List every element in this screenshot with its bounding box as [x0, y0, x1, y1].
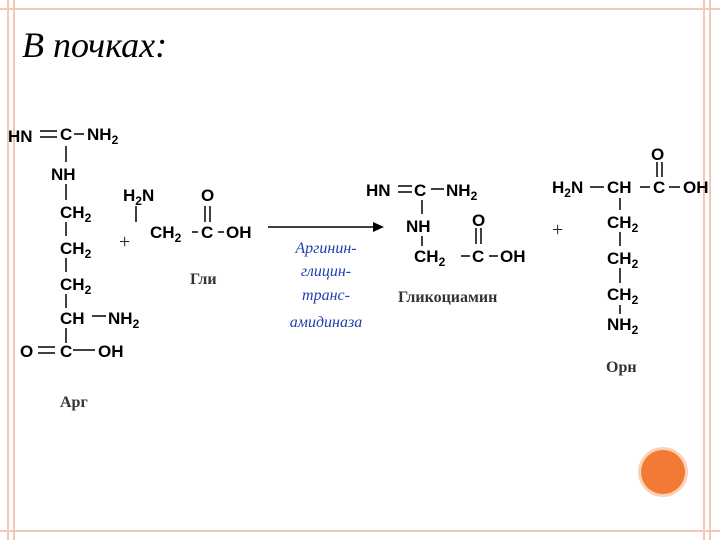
enzyme-line-3: транс-: [302, 287, 350, 304]
gly-c: C: [201, 223, 213, 242]
arg-o: O: [20, 342, 33, 361]
svg-text:H2N: H2N: [123, 186, 154, 208]
arg-ch2-1: CH: [60, 203, 85, 222]
arg-ch: CH: [60, 309, 85, 328]
arginine-structure: HN C NH2 NH CH2 CH2 CH2 CH NH2 O C OH Ар…: [8, 125, 140, 411]
orn-h: H: [552, 178, 564, 197]
frame-left-inner: [13, 0, 15, 540]
arg-c-carboxyl: C: [60, 342, 72, 361]
orn-ch2-1: CH: [607, 213, 632, 232]
arg-nh2-alpha: NH: [108, 309, 133, 328]
gca-c-carboxyl: C: [472, 247, 484, 266]
svg-text:CH2: CH2: [60, 203, 92, 225]
arg-nh2-sub: 2: [112, 133, 119, 147]
orn-oh: OH: [683, 178, 709, 197]
gly-h-sub: 2: [135, 194, 142, 208]
gca-hn: HN: [366, 181, 391, 200]
gly-ch2-sub: 2: [175, 231, 182, 245]
svg-text:CH2: CH2: [414, 247, 446, 269]
orn-n: N: [571, 178, 583, 197]
arg-ch2-3-sub: 2: [85, 283, 92, 297]
gca-nh: NH: [406, 217, 431, 236]
svg-text:CH2: CH2: [150, 223, 182, 245]
enzyme-line-2: глицин-: [301, 263, 351, 280]
orn-ch2-3: CH: [607, 285, 632, 304]
orn-h-sub: 2: [564, 186, 571, 200]
svg-text:CH2: CH2: [607, 249, 639, 271]
arg-ch2-2: CH: [60, 239, 85, 258]
frame-right-outer: [709, 0, 711, 540]
orn-nh2-sub: 2: [632, 323, 639, 337]
gly-h: H: [123, 186, 135, 205]
plus-sign-1: +: [119, 231, 130, 253]
arg-oh: OH: [98, 342, 124, 361]
bond-lines: [38, 130, 680, 354]
enzyme-name: Аргинин- глицин- транс- амидиназа: [290, 240, 362, 331]
svg-text:CH2: CH2: [607, 213, 639, 235]
arg-nh2: NH: [87, 125, 112, 144]
gly-label: Гли: [190, 271, 217, 288]
arg-label: Арг: [60, 394, 88, 411]
plus-sign-2: +: [552, 219, 563, 241]
gca-o: O: [472, 211, 485, 230]
gca-ch2: CH: [414, 247, 439, 266]
arg-ch2-1-sub: 2: [85, 211, 92, 225]
orn-ch2-2-sub: 2: [632, 257, 639, 271]
frame-left-outer: [7, 0, 9, 540]
gca-nh2-sub: 2: [471, 189, 478, 203]
svg-text:NH2: NH2: [607, 315, 639, 337]
arg-hn: HN: [8, 127, 33, 146]
glycine-structure: H2N O CH2 C OH Гли: [123, 186, 252, 288]
svg-text:CH2: CH2: [60, 239, 92, 261]
svg-text:H2N: H2N: [552, 178, 583, 200]
frame-top: [0, 8, 720, 10]
orn-label: Орн: [606, 359, 637, 376]
enzyme-line-1: Аргинин-: [294, 240, 356, 257]
svg-text:CH2: CH2: [607, 285, 639, 307]
orn-nh2: NH: [607, 315, 632, 334]
ornithine-structure: O H2N CH C OH CH2 CH2 CH2 NH2 Орн: [552, 145, 709, 376]
arg-ch2-3: CH: [60, 275, 85, 294]
frame-bottom: [0, 530, 720, 532]
gca-label: Гликоциамин: [398, 289, 497, 306]
gca-nh2: NH: [446, 181, 471, 200]
arg-nh2-alpha-sub: 2: [133, 317, 140, 331]
gly-ch2: CH: [150, 223, 175, 242]
gly-o: O: [201, 186, 214, 205]
slide-title: В почках:: [22, 25, 168, 65]
enzyme-line-4: амидиназа: [290, 314, 362, 331]
orn-ch2-3-sub: 2: [632, 293, 639, 307]
svg-text:NH2: NH2: [87, 125, 119, 147]
orn-o: O: [651, 145, 664, 164]
orn-ch: CH: [607, 178, 632, 197]
frame-right-inner: [703, 0, 705, 540]
gca-c: C: [414, 181, 426, 200]
gca-oh: OH: [500, 247, 526, 266]
orn-c: C: [653, 178, 665, 197]
arg-nh: NH: [51, 165, 76, 184]
gly-oh: OH: [226, 223, 252, 242]
orn-ch2-1-sub: 2: [632, 221, 639, 235]
gca-ch2-sub: 2: [439, 255, 446, 269]
gly-n: N: [142, 186, 154, 205]
svg-text:NH2: NH2: [446, 181, 478, 203]
arg-c: C: [60, 125, 72, 144]
svg-text:CH2: CH2: [60, 275, 92, 297]
arg-ch2-2-sub: 2: [85, 247, 92, 261]
orn-ch2-2: CH: [607, 249, 632, 268]
orange-circle-decoration: [641, 450, 685, 494]
svg-text:NH2: NH2: [108, 309, 140, 331]
glycocyamine-structure: HN C NH2 NH O CH2 C OH Гликоциамин: [366, 181, 526, 306]
